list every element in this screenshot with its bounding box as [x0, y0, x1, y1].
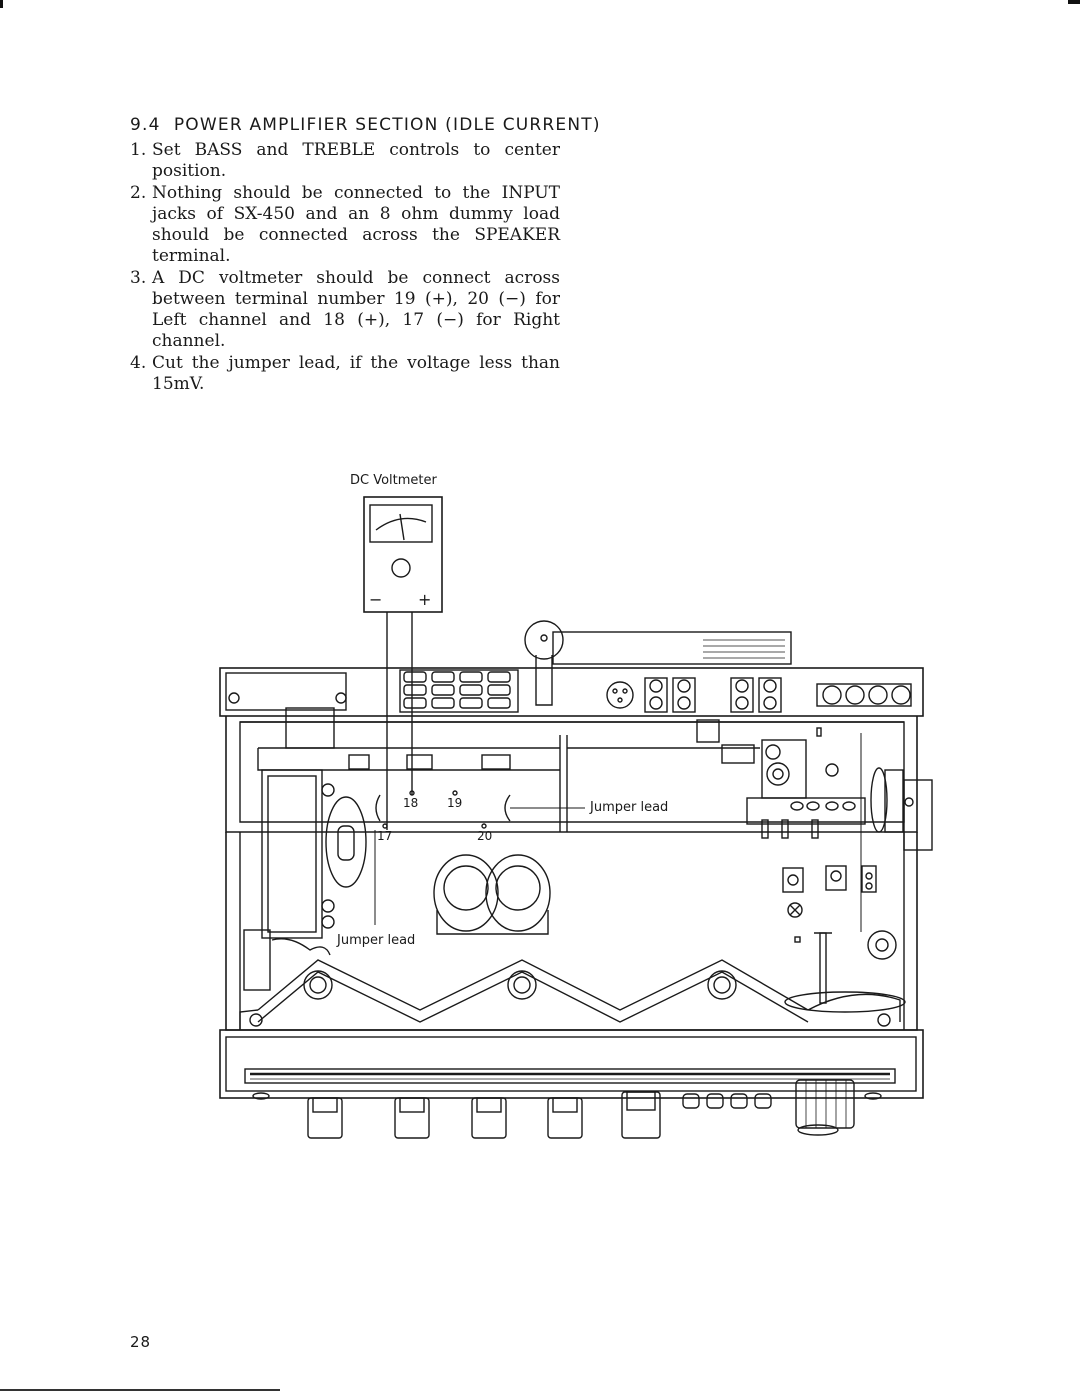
terminal-18-point [409, 790, 415, 796]
page-number: 28 [130, 1333, 152, 1351]
terminal-17-label: 17 [377, 829, 392, 843]
chassis-frame [225, 707, 933, 851]
section-heading: 9.4 POWER AMPLIFIER SECTION (IDLE CURREN… [130, 115, 601, 135]
step-text: Set BASS and TREBLE controls to center p… [152, 140, 560, 181]
rear-panel [219, 667, 924, 717]
lower-chassis [225, 727, 918, 1031]
voltmeter-minus-sign: − [369, 590, 382, 609]
terminal-19-point [452, 790, 458, 796]
control-knobs [307, 1079, 855, 1139]
step-number: 4. [130, 353, 147, 373]
step-number: 3. [130, 268, 147, 288]
scan-mark-top-right [1068, 0, 1080, 4]
section-title: POWER AMPLIFIER SECTION (IDLE CURRENT) [173, 115, 601, 135]
step-item: 3. A DC voltmeter should be connect acro… [130, 268, 560, 352]
step-number: 1. [130, 140, 147, 160]
terminal-20-point [481, 823, 487, 829]
section-number: 9.4 [130, 115, 161, 135]
voltmeter-icon [363, 496, 443, 613]
step-text: Nothing should be connected to the INPUT… [152, 183, 560, 266]
voltmeter-label: DC Voltmeter [350, 473, 438, 488]
voltmeter-plus-sign: + [418, 590, 431, 609]
step-text: A DC voltmeter should be connect across … [152, 268, 560, 351]
terminal-19-label: 19 [447, 796, 462, 810]
jumper-lead-label-right: Jumper lead [589, 800, 668, 815]
front-panel [219, 1029, 924, 1100]
procedure-steps: 1. Set BASS and TREBLE controls to cente… [130, 140, 560, 396]
heatsink-bar [524, 620, 792, 706]
step-number: 2. [130, 183, 147, 203]
terminal-18-label: 18 [403, 796, 418, 810]
step-item: 1. Set BASS and TREBLE controls to cente… [130, 140, 560, 182]
step-item: 2. Nothing should be connected to the IN… [130, 183, 560, 267]
jumper-lead-label-left: Jumper lead [336, 933, 415, 948]
bottom-rule [0, 1389, 280, 1391]
terminal-17-point [382, 823, 388, 829]
step-text: Cut the jumper lead, if the voltage less… [152, 353, 560, 394]
scan-mark-top-left [0, 0, 3, 8]
terminal-20-label: 20 [477, 829, 492, 843]
step-item: 4. Cut the jumper lead, if the voltage l… [130, 353, 560, 395]
